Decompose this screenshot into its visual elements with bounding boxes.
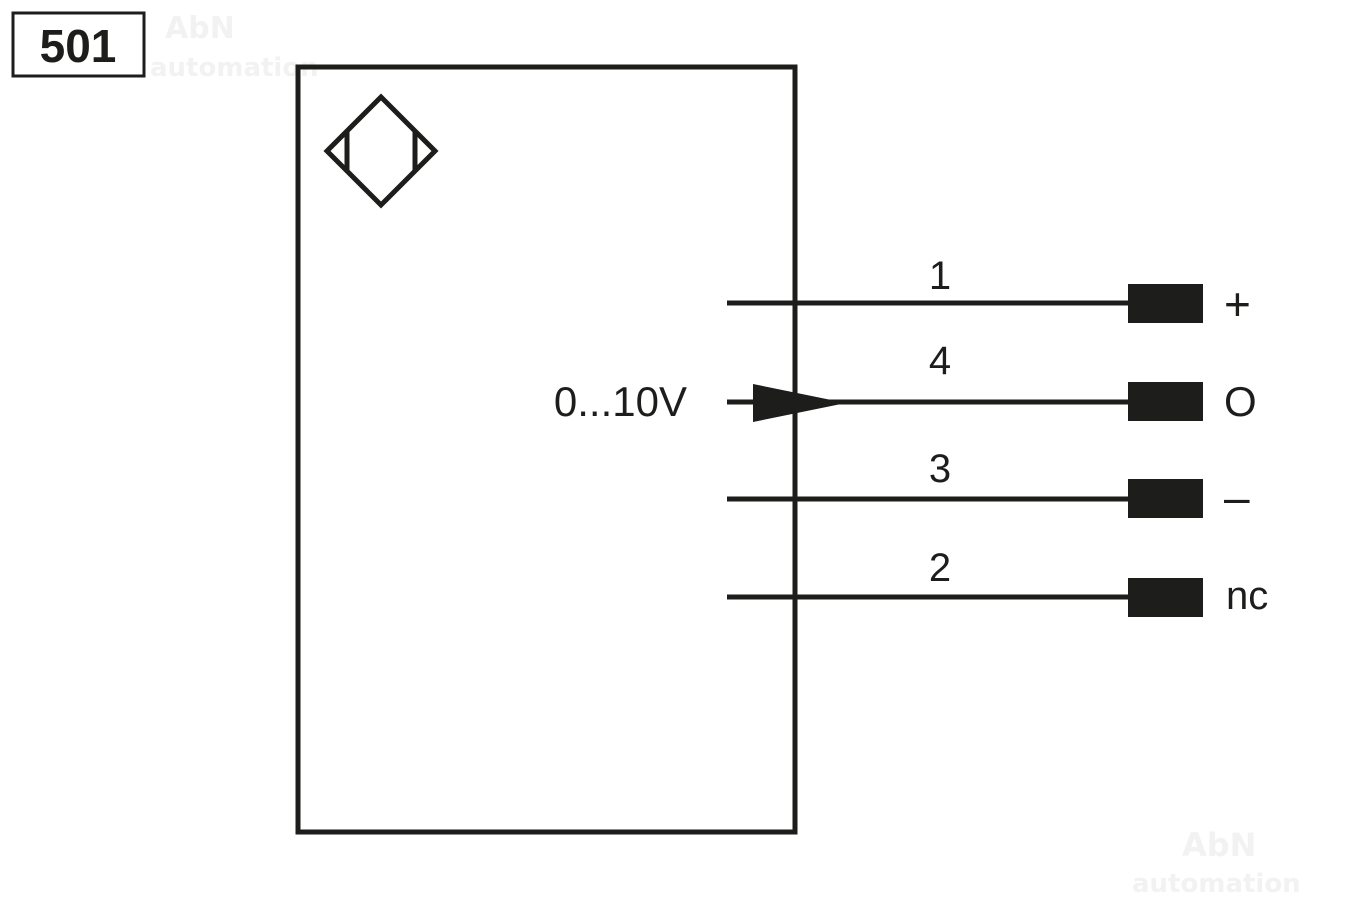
sensor-body [295,64,798,835]
inductive-sensor-icon [323,93,439,209]
pin-function: – [1224,471,1250,523]
terminal-pin-2 [1128,578,1203,617]
terminal-pin-3 [1128,479,1203,518]
watermark-sub: automation [1132,869,1301,899]
watermark-top: AbN automation [150,11,319,83]
pin-function: + [1224,278,1251,330]
diagram-id-box [11,11,146,78]
output-signal-label: 0...10V [554,378,687,425]
pin-function: nc [1226,574,1268,618]
output-arrow-icon [753,384,846,422]
terminal-pin-4 [1128,382,1203,421]
terminal-pin-1 [1128,284,1203,323]
terminals [1128,284,1203,617]
pin-number: 1 [929,254,951,298]
pin-number: 3 [929,447,951,491]
pin-number: 2 [929,546,951,590]
watermark-sub: automation [150,53,319,83]
diagram-id: 501 [40,20,117,72]
pin-number: 4 [929,339,951,383]
pin-function: O [1224,378,1257,425]
watermark-brand: AbN [165,11,235,46]
watermark-brand: AbN [1182,826,1256,864]
watermark-bottom: AbN automation [1132,826,1301,899]
